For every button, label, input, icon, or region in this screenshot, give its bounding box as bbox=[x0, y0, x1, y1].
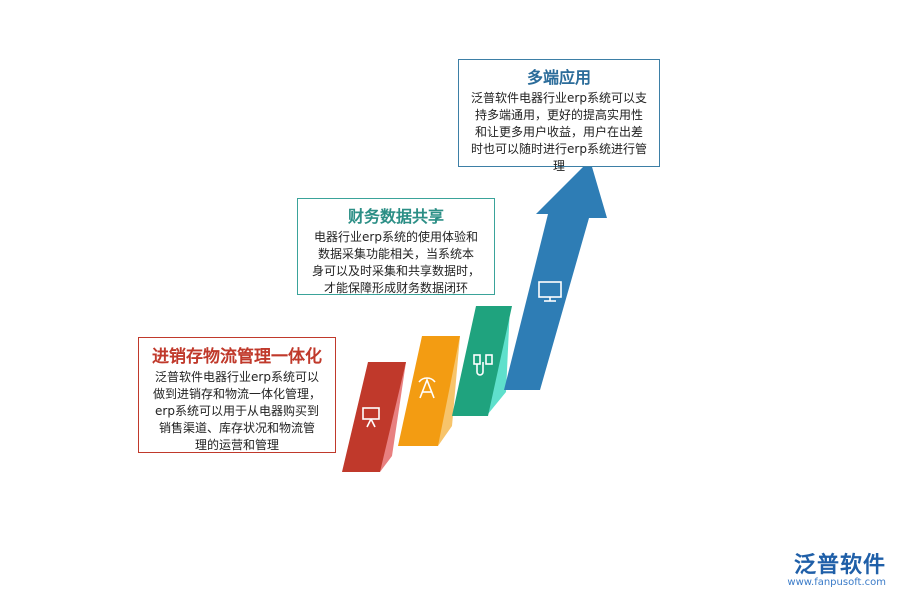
stage-box-finance: 财务数据共享 电器行业erp系统的使用体验和 数据采集功能相关，当系统本 身可以… bbox=[297, 198, 495, 295]
ribbon-segment-orange bbox=[398, 336, 460, 446]
presentation-board-icon bbox=[362, 407, 380, 428]
monitor-icon bbox=[538, 281, 562, 302]
ribbon-segment-green bbox=[452, 306, 512, 416]
ribbon-segment-red bbox=[342, 362, 406, 472]
logo-brand: 泛普软件 bbox=[793, 553, 886, 578]
fanpu-logo: 泛普软件 www.fanpusoft.com bbox=[787, 547, 886, 588]
stage-box-multiplatform: 多端应用 泛普软件电器行业erp系统可以支 持多端通用，更好的提高实用性 和让更… bbox=[458, 59, 660, 173]
logo-url: www.fanpusoft.com bbox=[787, 577, 886, 588]
ribbon-arrow-blue bbox=[504, 160, 607, 390]
usb-plug-icon bbox=[473, 354, 493, 376]
stage-box-logistics: 进销存物流管理一体化 泛普软件电器行业erp系统可以 做到进销存和物流一体化管理… bbox=[138, 337, 336, 453]
signal-tower-icon bbox=[418, 377, 436, 399]
stage-description: 电器行业erp系统的使用体验和 数据采集功能相关，当系统本 身可以及时采集和共享… bbox=[311, 230, 480, 295]
stage-title: 多端应用 bbox=[526, 68, 591, 87]
stage-title: 财务数据共享 bbox=[347, 207, 444, 226]
stage-title: 进销存物流管理一体化 bbox=[152, 347, 322, 367]
stage-description: 泛普软件电器行业erp系统可以支 持多端通用，更好的提高实用性 和让更多用户收益… bbox=[471, 91, 647, 173]
stage-description: 泛普软件电器行业erp系统可以 做到进销存和物流一体化管理， erp系统可以用于… bbox=[152, 370, 321, 452]
